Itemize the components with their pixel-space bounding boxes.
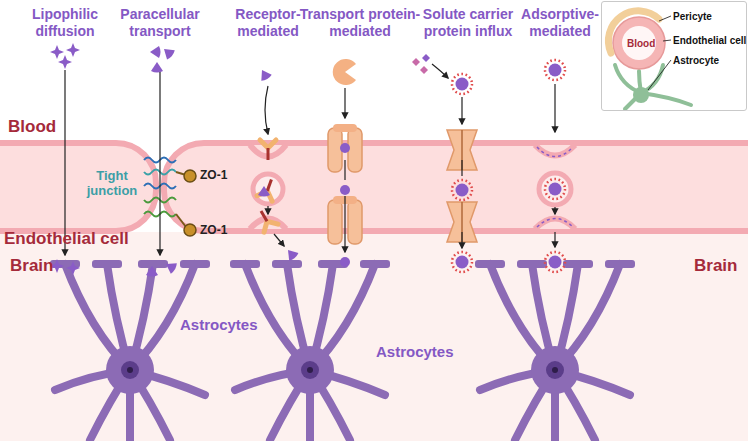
receptor-pathway	[250, 67, 299, 262]
inset-art	[601, 1, 747, 111]
region-label: Brain	[694, 256, 737, 276]
pathway-heading: Lipophilic diffusion	[20, 6, 110, 40]
endothelial-cell-left	[0, 143, 156, 231]
pathway-heading: Receptor-mediated	[228, 6, 308, 40]
pathway-heading: Paracellular transport	[110, 6, 210, 40]
cell-label: Astrocytes	[376, 343, 454, 360]
zo1-protein	[184, 224, 196, 236]
inset-panel: PericyteBlood Endothelial cellAstrocyte	[601, 1, 747, 111]
inset-label: Blood	[627, 38, 655, 49]
pathway-heading: Transport protein-mediated	[298, 6, 422, 40]
astrocyte	[230, 260, 390, 441]
astrocyte	[475, 260, 635, 441]
protein-label: ZO-1	[200, 223, 227, 237]
protein-label: ZO-1	[200, 168, 227, 182]
junction-label: Tight junction	[80, 168, 144, 198]
paracellular-pathway	[146, 44, 178, 276]
zo1-protein	[184, 170, 196, 182]
inset-label: Pericyte	[673, 11, 712, 22]
adsorptive-pathway	[535, 60, 575, 272]
region-label: Brain	[10, 256, 53, 276]
band-title: Endothelial cell	[4, 229, 129, 249]
pathway-heading: Adsorptive-mediated	[513, 6, 608, 40]
inset-label: Endothelial cell	[673, 35, 746, 46]
transport-protein-pathway	[328, 59, 362, 267]
astrocyte	[50, 260, 210, 441]
solute-carrier-pathway	[412, 54, 477, 272]
astrocyte-cells	[50, 260, 635, 441]
pathway-heading: Solute carrier protein influx	[413, 6, 523, 40]
cell-label: Astrocytes	[180, 316, 258, 333]
endothelial-cells	[0, 143, 748, 231]
inset-label: Astrocyte	[673, 55, 719, 66]
region-label: Blood	[8, 117, 56, 137]
tight-junction-strands	[144, 158, 186, 228]
